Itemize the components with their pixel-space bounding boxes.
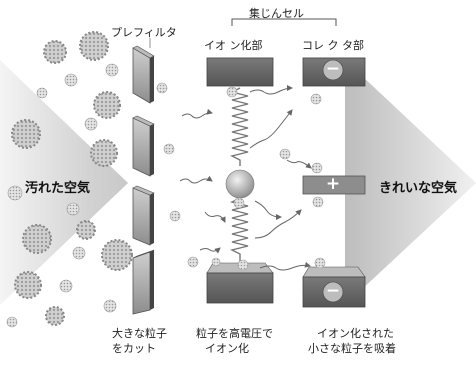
- clean-air-label: きれいな空気: [379, 181, 458, 196]
- ionizer-wire-top: [229, 87, 249, 166]
- collector-bottom-plate: [302, 266, 366, 308]
- dirty-air-label: 汚れた空気: [25, 181, 91, 196]
- prefilter-plates: [132, 45, 155, 315]
- caption-collector-line1: イオン化された: [317, 327, 394, 340]
- high-voltage-electrode: [225, 169, 255, 199]
- ionized-particles: [211, 86, 249, 271]
- ionization-section-label: イオ ン化部: [204, 39, 263, 52]
- caption-collector-line2: 小さな粒子を吸着: [308, 342, 396, 355]
- negative-symbol-top: −: [325, 59, 341, 79]
- ionizer-top-electrode: [206, 57, 274, 87]
- ionizer-bottom-electrode: [206, 262, 274, 304]
- dust-unit-bracket: [231, 18, 337, 26]
- caption-prefilter-line1: 大きな粒子: [112, 327, 167, 340]
- passing-particles: [156, 82, 199, 268]
- particle-motion-arrows: [179, 85, 312, 271]
- collector-section-label: コレ ク タ部: [302, 39, 364, 52]
- caption-ionize-line2: イオン化: [205, 342, 249, 355]
- dust-collection-unit-label: 集じんセル: [249, 7, 304, 20]
- clean-air-flow: [345, 60, 476, 305]
- collector-top-plate: [302, 57, 366, 87]
- small-dust-particles: [6, 63, 119, 328]
- positive-symbol: +: [325, 174, 341, 194]
- large-dust-particles: [11, 31, 133, 326]
- collector-middle-plate: [302, 175, 366, 195]
- negative-symbol-bottom: −: [325, 281, 341, 301]
- caption-prefilter-line2: をカット: [112, 342, 156, 355]
- caption-ionize-line1: 粒子を高電圧で: [196, 327, 273, 340]
- prefilter-label: プレフィルタ: [111, 26, 177, 39]
- collected-particles: [279, 93, 326, 269]
